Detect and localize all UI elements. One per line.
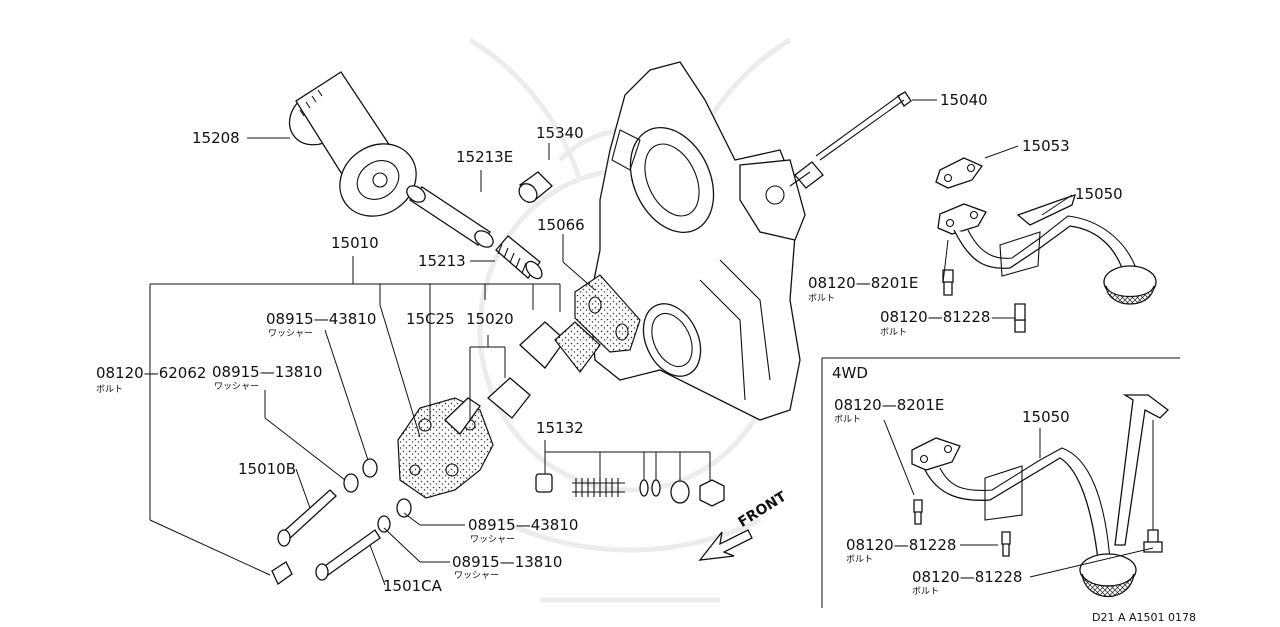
label-15C25: 15C25 <box>406 310 455 328</box>
sublabel-bolt-1: ボルト <box>808 294 836 304</box>
washers-parts <box>343 458 412 533</box>
label-15050-main: 15050 <box>1075 185 1123 203</box>
label-1501CA: 1501CA <box>383 577 442 595</box>
label-15050-inset: 15050 <box>1022 408 1070 426</box>
label-15213E: 15213E <box>456 148 514 166</box>
inset-strainer-part <box>911 394 1169 597</box>
label-08120-62062: 08120—62062 <box>96 364 207 382</box>
label-08915-43810-top: 08915—43810 <box>266 310 377 328</box>
pipe-15213E-part <box>406 185 494 248</box>
sublabel-bolt-5: ボルト <box>846 555 874 565</box>
stud-15213-part <box>495 235 543 280</box>
sublabel-bolt-3: ボルト <box>96 385 124 395</box>
inset-leader-lines <box>883 419 1154 578</box>
label-15213: 15213 <box>418 252 466 270</box>
label-08915-13810-bottom: 08915—13810 <box>452 553 563 571</box>
label-08120-81228-inset-b: 08120—81228 <box>912 568 1023 586</box>
label-08915-43810-bottom: 08915—43810 <box>468 516 579 534</box>
sublabel-washer-3: ワッシャー <box>470 535 516 545</box>
label-08120-81228-main: 08120—81228 <box>880 308 991 326</box>
label-15132: 15132 <box>536 419 584 437</box>
label-15053: 15053 <box>1022 137 1070 155</box>
pump-bolts-parts <box>271 489 381 585</box>
sublabel-bolt-4: ボルト <box>834 415 862 425</box>
cap-15340-part <box>518 171 553 203</box>
label-15340: 15340 <box>536 124 584 142</box>
leader-lines <box>149 99 1073 586</box>
inset-title-4wd: 4WD <box>832 364 868 382</box>
sublabel-bolt-6: ボルト <box>912 587 940 597</box>
small-bolts-parts <box>942 269 1026 333</box>
sublabel-washer-2: ワッシャー <box>214 382 260 392</box>
label-08915-13810-top: 08915—13810 <box>212 363 323 381</box>
inset-4wd-frame <box>821 357 1180 608</box>
front-arrow-icon <box>698 529 753 561</box>
label-15066: 15066 <box>537 216 585 234</box>
front-cover-part <box>574 61 806 421</box>
label-15208: 15208 <box>192 129 240 147</box>
label-08120-81228-inset-a: 08120—81228 <box>846 536 957 554</box>
label-15020: 15020 <box>466 310 514 328</box>
label-15040: 15040 <box>940 91 988 109</box>
dipstick-part <box>789 91 912 189</box>
label-15010: 15010 <box>331 234 379 252</box>
oil-pump-part <box>397 321 601 499</box>
oil-filter-part <box>288 71 417 217</box>
sublabel-bolt-2: ボルト <box>880 328 908 338</box>
gasket-15053-part <box>935 157 983 189</box>
sublabel-washer-4: ワッシャー <box>454 571 500 581</box>
label-08120-8201E-main: 08120—8201E <box>808 274 919 292</box>
strainer-15050-part <box>937 193 1157 305</box>
label-08120-8201E-inset: 08120—8201E <box>834 396 945 414</box>
label-15010B: 15010B <box>238 460 297 478</box>
sublabel-washer-1: ワッシャー <box>268 329 314 339</box>
diagram-code: D21 A A1501 0178 <box>1092 611 1196 624</box>
